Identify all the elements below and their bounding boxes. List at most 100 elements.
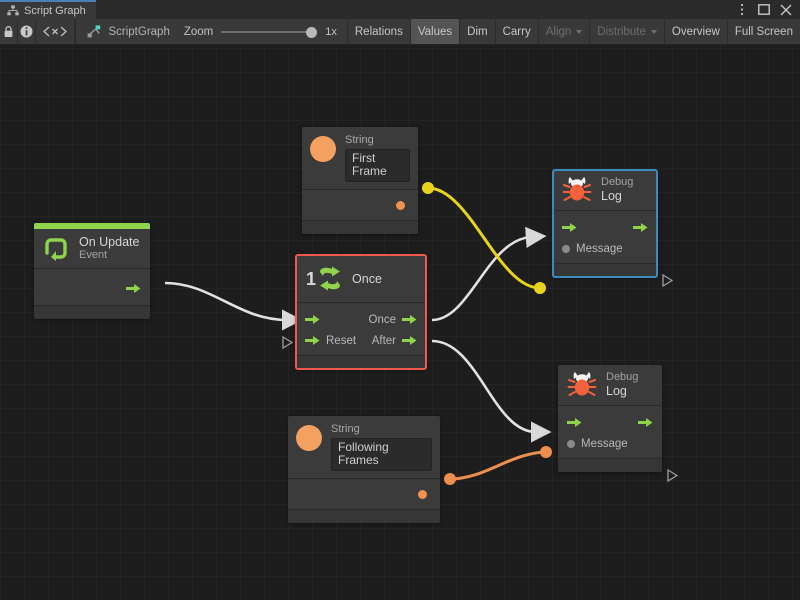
flow-out-connector-debuglog-bottom[interactable] (667, 469, 678, 482)
port-in-enter[interactable] (567, 417, 582, 428)
value-port-dot (396, 200, 405, 210)
node-title: On Update (79, 235, 140, 249)
port-in-enter[interactable] (562, 222, 577, 233)
node-title-block: Debug Log (606, 371, 638, 398)
port-out-flow[interactable] (34, 275, 150, 301)
toolbar-button-label: Distribute (597, 25, 646, 38)
node-on-update[interactable]: On Update Event (34, 223, 150, 320)
window-tab-bar: Script Graph (0, 0, 800, 19)
wire-endpoint-dot (444, 473, 456, 485)
node-string-first-frame[interactable]: String First Frame (302, 127, 418, 235)
more-options-icon[interactable] (735, 3, 748, 16)
port-row-message[interactable]: Message (558, 433, 662, 454)
node-footer (553, 263, 657, 277)
port-out-exit[interactable] (638, 417, 653, 428)
toolbar-button-distribute[interactable]: Distribute (589, 19, 664, 44)
toolbar-divider (74, 19, 76, 44)
flow-in-connector-reset[interactable] (282, 336, 293, 349)
node-subtitle: Event (79, 249, 108, 262)
port-in-label: Message (581, 437, 628, 450)
port-row-reset-after[interactable]: Reset After (296, 330, 426, 351)
value-port-dot (567, 439, 575, 448)
value-port-dot (418, 489, 427, 499)
node-title: Once (352, 271, 382, 286)
code-button[interactable] (36, 19, 75, 44)
toolbar-button-relations[interactable]: Relations (346, 19, 410, 44)
value-port-dot (562, 244, 570, 253)
toolbar-button-label: Carry (502, 25, 531, 38)
chevron-down-icon (576, 29, 583, 34)
node-title: String (331, 423, 360, 435)
flow-arrow-icon (126, 283, 141, 293)
tab-label: Script Graph (24, 4, 86, 17)
node-title: Log (601, 189, 622, 204)
once-counter-icon: 1 (306, 265, 343, 292)
wire-string-following-to-message (449, 450, 547, 481)
lock-button[interactable] (0, 19, 18, 44)
flow-arrow-icon (402, 315, 417, 324)
port-out-once[interactable]: Once (369, 314, 418, 326)
close-icon[interactable] (779, 3, 792, 16)
code-brackets-icon (42, 26, 67, 37)
toolbar-button-values[interactable]: Values (409, 19, 460, 44)
zoom-slider[interactable] (221, 25, 318, 39)
flow-out-connector-once[interactable] (427, 313, 436, 325)
string-value-input[interactable]: First Frame (345, 148, 410, 183)
info-button[interactable] (18, 19, 36, 44)
port-row-flow[interactable] (558, 412, 662, 433)
zoom-control[interactable]: Zoom 1x (184, 19, 347, 44)
port-out-exit[interactable] (633, 222, 648, 233)
node-debug-log-top[interactable]: Debug Log Message (552, 169, 658, 278)
toolbar-button-label: Dim (467, 25, 488, 38)
port-in-enter[interactable] (305, 314, 326, 325)
connection-wires (164, 182, 552, 485)
window-controls (735, 0, 800, 19)
graph-name-display[interactable]: ScriptGraph (75, 19, 183, 44)
maximize-icon[interactable] (757, 3, 770, 16)
node-footer (288, 509, 440, 524)
port-in-message[interactable]: Message (567, 438, 628, 450)
toolbar-button-label: Overview (671, 25, 720, 38)
wire-endpoint-dot (534, 282, 546, 294)
port-row-flow[interactable] (553, 217, 657, 238)
port-out-after[interactable]: After (372, 335, 417, 347)
debug-bug-icon (562, 177, 592, 201)
graph-canvas[interactable]: On Update Event String First Frame (0, 45, 800, 600)
port-in-message[interactable]: Message (562, 243, 623, 255)
node-title-block: Debug Log (601, 176, 633, 203)
node-header: Debug Log (558, 365, 662, 406)
zoom-slider-handle[interactable] (306, 26, 318, 38)
toolbar-button-fullscreen[interactable]: Full Screen (726, 19, 800, 44)
flow-out-connector-after[interactable] (427, 334, 436, 346)
node-debug-log-bottom[interactable]: Debug Log Message (558, 365, 662, 472)
node-header: On Update Event (34, 229, 150, 270)
port-out-value[interactable] (288, 479, 440, 509)
port-row-once[interactable]: Once (296, 309, 426, 330)
toolbar-button-carry[interactable]: Carry (494, 19, 538, 44)
node-footer (296, 355, 426, 369)
port-out-value[interactable] (302, 190, 418, 220)
toolbar-button-overview[interactable]: Overview (663, 19, 727, 44)
node-string-following-frames[interactable]: String Following Frames (288, 416, 440, 524)
graph-hierarchy-icon (7, 5, 19, 16)
string-value-input[interactable]: Following Frames (331, 437, 432, 472)
flow-out-connector-debuglog-top[interactable] (662, 274, 673, 287)
string-value-icon (296, 425, 322, 451)
toolbar-button-align[interactable]: Align (537, 19, 590, 44)
node-body: Once Reset After (296, 303, 426, 355)
node-once[interactable]: 1 Once Once (295, 254, 427, 370)
flow-arrow-icon (567, 418, 582, 427)
port-row-message[interactable]: Message (553, 238, 657, 259)
toolbar-button-dim[interactable]: Dim (459, 19, 494, 44)
wire-string-first-to-message (427, 186, 541, 290)
tab-script-graph[interactable]: Script Graph (0, 0, 96, 19)
string-value-icon (310, 136, 336, 162)
node-body (302, 190, 418, 220)
node-body (34, 269, 150, 305)
port-in-reset[interactable]: Reset (305, 335, 356, 347)
flow-out-connector-onupdate[interactable] (158, 323, 167, 335)
flow-arrow-icon (633, 223, 648, 232)
node-body: Message (553, 211, 657, 263)
graph-name-label: ScriptGraph (108, 25, 170, 38)
port-out-label: Once (368, 313, 397, 326)
